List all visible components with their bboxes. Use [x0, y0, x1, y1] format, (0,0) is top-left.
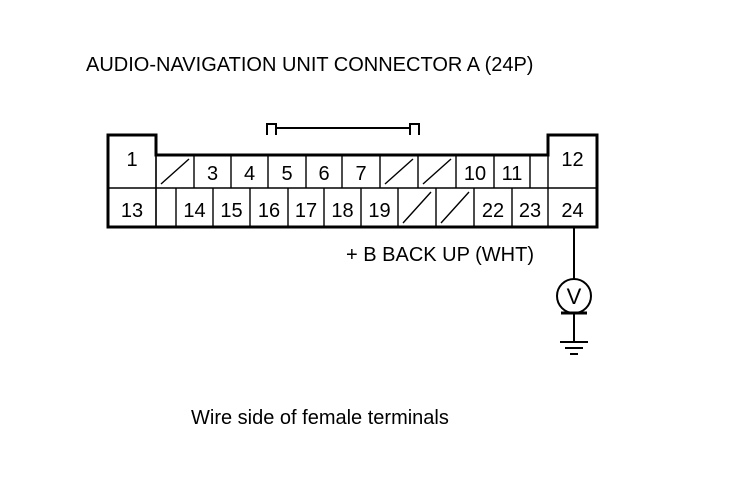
- terminal-24-label: 24: [561, 200, 583, 222]
- voltmeter-icon: V: [556, 278, 592, 315]
- terminal-1-label: 1: [126, 149, 137, 171]
- terminal-14-label: 14: [183, 200, 205, 222]
- terminal-22-label: 22: [482, 200, 504, 222]
- blank-terminal-slash: [422, 158, 452, 185]
- terminal-19-label: 19: [368, 200, 390, 222]
- terminal-12-label: 12: [561, 149, 583, 171]
- terminal-13-label: 13: [121, 200, 143, 222]
- terminal-18-label: 18: [331, 200, 353, 222]
- terminal-15-label: 15: [220, 200, 242, 222]
- ground-icon: [560, 341, 588, 355]
- terminal-3-label: 3: [207, 163, 218, 185]
- terminal-16-label: 16: [258, 200, 280, 222]
- diagram-title: AUDIO-NAVIGATION UNIT CONNECTOR A (24P): [86, 54, 533, 76]
- voltmeter-symbol: V: [567, 284, 582, 309]
- blank-terminal-slash: [384, 158, 414, 185]
- terminal-4-label: 4: [244, 163, 255, 185]
- terminal-11-label: 11: [502, 163, 523, 185]
- wire-label: + B BACK UP (WHT): [346, 244, 534, 266]
- connector-outline: [106, 133, 599, 229]
- caption: Wire side of female terminals: [191, 407, 449, 429]
- blank-terminal-slash: [402, 191, 432, 224]
- connector-latch: [266, 123, 420, 135]
- terminal-6-label: 6: [318, 163, 329, 185]
- blank-terminal-slash: [160, 158, 190, 185]
- terminal-17-label: 17: [295, 200, 317, 222]
- terminal-7-label: 7: [355, 163, 366, 185]
- blank-terminal-slash: [440, 191, 470, 224]
- terminal-5-label: 5: [281, 163, 292, 185]
- terminal-23-label: 23: [519, 200, 541, 222]
- terminal-10-label: 10: [464, 163, 486, 185]
